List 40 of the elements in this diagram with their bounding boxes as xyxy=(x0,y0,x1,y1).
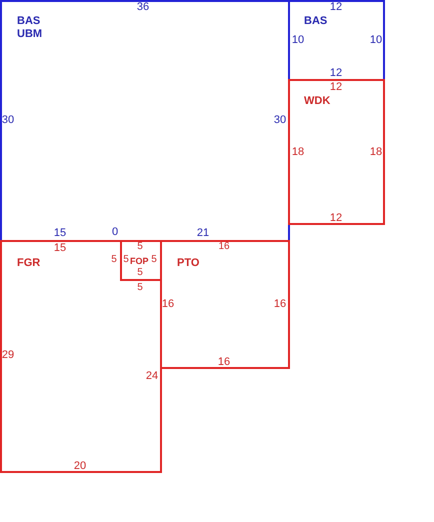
room-outline xyxy=(0,0,290,242)
dimension-label: 12 xyxy=(330,81,342,93)
dimension-label: 24 xyxy=(146,370,158,382)
dimension-label: 16 xyxy=(162,298,174,310)
room-outline xyxy=(288,0,385,81)
dimension-label: 30 xyxy=(274,114,286,126)
dimension-label: 16 xyxy=(218,356,230,368)
dimension-label: 5 xyxy=(151,254,157,266)
dimension-label: 12 xyxy=(330,212,342,224)
dimension-label: 5 xyxy=(111,254,117,266)
dimension-label: 5 xyxy=(137,267,143,279)
dimension-label: 15 xyxy=(54,227,66,239)
dimension-label: 5 xyxy=(137,282,143,294)
dimension-label: 21 xyxy=(196,227,210,239)
dimension-label: 0 xyxy=(112,226,118,238)
room-outline xyxy=(160,240,290,369)
dimension-label: 36 xyxy=(136,1,150,13)
dimension-label: 10 xyxy=(292,34,304,46)
dimension-label: 15 xyxy=(54,242,66,254)
dimension-label: 12 xyxy=(330,67,342,79)
dimension-label: 18 xyxy=(292,146,304,158)
room-outline xyxy=(120,240,162,281)
dimension-label: 20 xyxy=(74,460,86,472)
dimension-label: 18 xyxy=(370,146,382,158)
room-name: FGR xyxy=(17,257,40,270)
dimension-label: 16 xyxy=(274,298,286,310)
dimension-label: 30 xyxy=(2,114,14,126)
dimension-label: 16 xyxy=(218,241,230,253)
dimension-label: 5 xyxy=(123,254,129,266)
room-name: WDK xyxy=(304,95,330,108)
dimension-label: 12 xyxy=(330,1,342,13)
dimension-label: 5 xyxy=(137,241,143,253)
room-name: PTO xyxy=(177,257,200,270)
room-outline xyxy=(0,240,162,473)
room-name: BAS xyxy=(304,15,328,28)
dimension-label: 29 xyxy=(2,349,14,361)
room-name: BAS UBM xyxy=(17,15,44,41)
room-outline xyxy=(288,79,385,225)
dimension-label: 10 xyxy=(370,34,382,46)
room-name: FOP xyxy=(130,255,149,268)
